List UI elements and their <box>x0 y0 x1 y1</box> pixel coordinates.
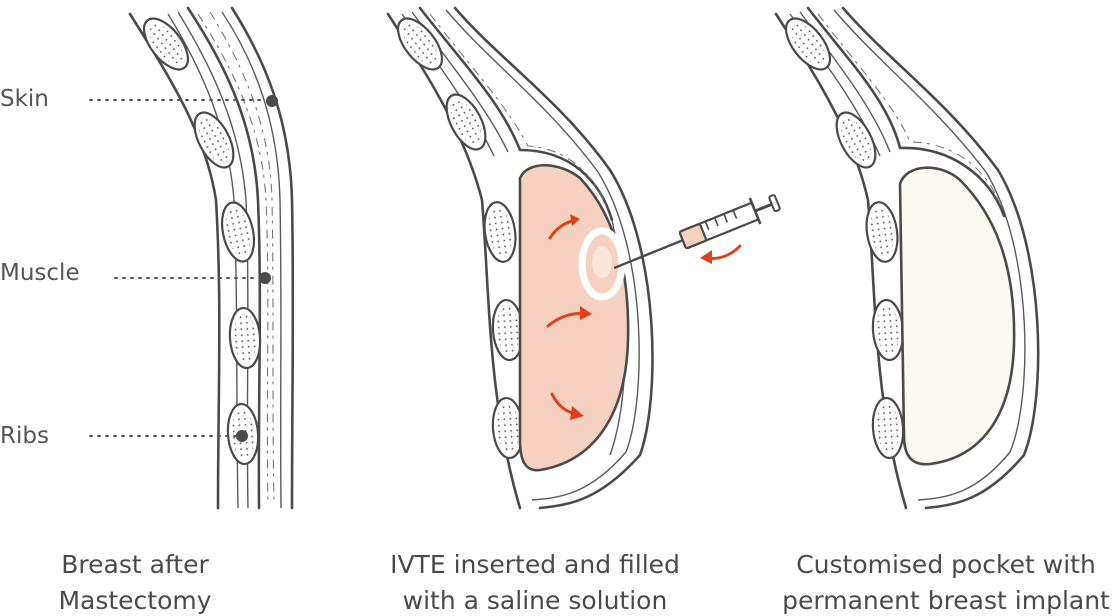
rib <box>869 395 907 461</box>
panel-implant: Customised pocket with permanent breast … <box>774 6 1110 615</box>
muscle-marker-dot <box>259 272 271 284</box>
skin-outer-line <box>841 6 1040 510</box>
arrow-icon <box>546 306 592 328</box>
breast-implant <box>898 166 1016 466</box>
caption-1-line-1: Breast after <box>61 550 209 579</box>
ribs-label: Ribs <box>0 423 49 449</box>
caption-1-line-2: Mastectomy <box>58 586 211 615</box>
ribs-marker-dot <box>236 430 248 442</box>
rib <box>437 87 495 157</box>
muscle-label: Muscle <box>0 260 80 286</box>
rib <box>215 198 261 266</box>
tissue-expander <box>518 164 630 472</box>
panel-ivte: IVTE inserted and filled with a saline s… <box>386 6 781 615</box>
rib <box>185 105 243 175</box>
rib-cage-line <box>128 12 221 510</box>
arrow-icon <box>700 244 742 264</box>
caption-2-line-1: IVTE inserted and filled <box>390 550 680 579</box>
caption-2-line-2: with a saline solution <box>403 586 668 615</box>
syringe-icon <box>613 194 781 270</box>
muscle-outer-line <box>806 6 1006 218</box>
skin-outer-line <box>453 6 654 510</box>
muscle-outer-line <box>418 6 614 222</box>
caption-3-line-2: permanent breast implant <box>782 586 1110 615</box>
skin-outer-line <box>230 6 295 510</box>
rib <box>226 305 264 371</box>
skin-inner-line <box>221 11 282 509</box>
muscle-tissue <box>197 13 269 506</box>
arrow-icon <box>550 392 584 420</box>
muscle-outer-line <box>186 6 262 510</box>
arrow-icon <box>548 214 580 240</box>
rib <box>134 10 198 78</box>
rib <box>861 199 903 265</box>
skin-marker-dot <box>266 95 278 107</box>
panel-mastectomy: Skin Muscle Ribs Breast after Mastectomy <box>0 6 295 615</box>
skin-label: Skin <box>0 86 49 112</box>
caption-3-line-1: Customised pocket with <box>796 550 1096 579</box>
rib <box>869 297 907 363</box>
